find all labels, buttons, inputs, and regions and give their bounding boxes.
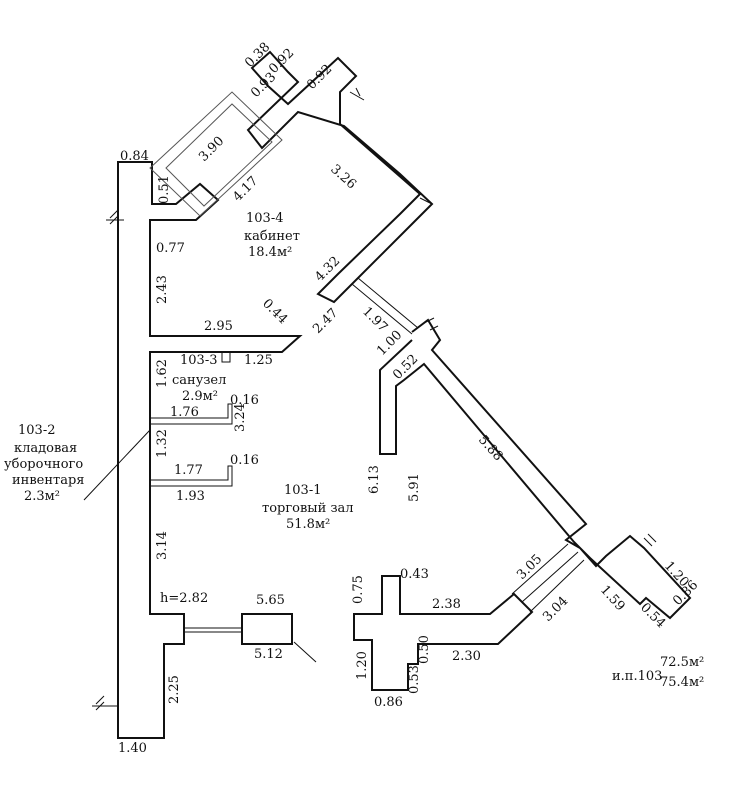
dim-225: 2.25 [167, 675, 182, 704]
closet-partition-2 [150, 465, 233, 487]
dim-044: 0.44 [259, 296, 290, 327]
dim-120-b: 1.20 [355, 651, 370, 680]
dim-243: 2.43 [155, 275, 170, 304]
shop-break-right [643, 533, 657, 547]
dim-613: 6.13 [367, 465, 382, 494]
left-wall-break-bottom [92, 695, 118, 711]
dim-591: 5.91 [407, 473, 422, 502]
dim-390: 3.90 [196, 134, 227, 165]
dim-417: 4.17 [230, 174, 261, 205]
dim-304: 3.04 [540, 594, 571, 625]
room-103-2-name2: уборочного [4, 457, 83, 472]
room-103-4-id: 103-4 [246, 211, 283, 226]
room-103-3-name: санузел [172, 373, 226, 388]
balcony-inner [165, 103, 273, 207]
dim-230: 2.30 [452, 649, 481, 664]
totals-area-1: 72.5м² [660, 655, 704, 670]
room-103-1-area: 51.8м² [286, 517, 330, 532]
dim-193: 1.93 [176, 489, 205, 504]
dim-324: 3.24 [233, 403, 248, 432]
room-103-4-name: кабинет [244, 229, 300, 244]
cabinet-top-break [349, 87, 433, 205]
dim-086-b: 0.86 [374, 695, 403, 710]
room-103-1-name: торговый зал [262, 501, 354, 516]
dim-075: 0.75 [351, 575, 366, 604]
dim-565: 5.65 [256, 593, 285, 608]
room-103-3-marker [221, 351, 231, 363]
dim-326: 3.26 [327, 162, 359, 193]
dim-054: 0.54 [637, 600, 668, 631]
room-103-3-id: 103-3 [180, 353, 217, 368]
lower-mid-door [184, 627, 242, 633]
room-103-4-area: 18.4м² [248, 245, 292, 260]
room-103-2-area: 2.3м² [24, 489, 60, 504]
dim-077: 0.77 [156, 241, 185, 256]
room-103-3-area: 2.9м² [182, 389, 218, 404]
room-103-1-id: 103-1 [284, 483, 321, 498]
dim-314: 3.14 [155, 531, 170, 560]
dim-177: 1.77 [174, 463, 203, 478]
closet-partition-1 [150, 403, 233, 425]
dim-512: 5.12 [254, 647, 283, 662]
dim-051: 0.51 [157, 175, 172, 204]
balcony-outer [149, 91, 283, 217]
room-103-2-name1: кладовая [14, 441, 77, 456]
dim-432: 4.32 [312, 254, 343, 285]
dim-016-a: 0.16 [230, 393, 259, 408]
dim-050: 0.50 [417, 635, 432, 664]
dim-588: 5.88 [475, 433, 506, 465]
dim-125: 1.25 [244, 353, 273, 368]
dim-295: 2.95 [204, 319, 233, 334]
lower-right-wall [353, 575, 534, 691]
dim-053: 0.53 [407, 665, 422, 694]
dim-140: 1.40 [118, 741, 147, 756]
dim-197: 1.97 [359, 304, 390, 335]
totals-area-2: 75.4м² [660, 675, 704, 690]
lower-mid-wall [241, 613, 293, 645]
dim-132: 1.32 [155, 429, 170, 458]
door-lower-right [511, 543, 585, 613]
dim-043: 0.43 [400, 567, 429, 582]
room-103-2-name3: инвентаря [12, 473, 84, 488]
dim-162: 1.62 [155, 359, 170, 388]
leader-103-2 [83, 429, 151, 501]
dim-016-b: 0.16 [230, 453, 259, 468]
room-103-2-id: 103-2 [18, 423, 55, 438]
window-cabinet-shop [351, 277, 419, 335]
dim-092-b: 0.92 [304, 62, 335, 93]
entrance-door-swing [293, 641, 317, 663]
left-wall-break-top [106, 209, 124, 225]
ceiling-height: h=2.82 [160, 591, 208, 606]
dim-176: 1.76 [170, 405, 199, 420]
dim-247: 2.47 [310, 306, 341, 337]
shop-break-top [425, 317, 439, 331]
cabinet-top-wall [246, 50, 434, 304]
shop-diagonal-wall [379, 318, 692, 620]
dim-238: 2.38 [432, 597, 461, 612]
left-outer-wall [117, 161, 303, 739]
totals-label: и.п.103 [612, 669, 662, 684]
dim-084: 0.84 [120, 149, 149, 164]
